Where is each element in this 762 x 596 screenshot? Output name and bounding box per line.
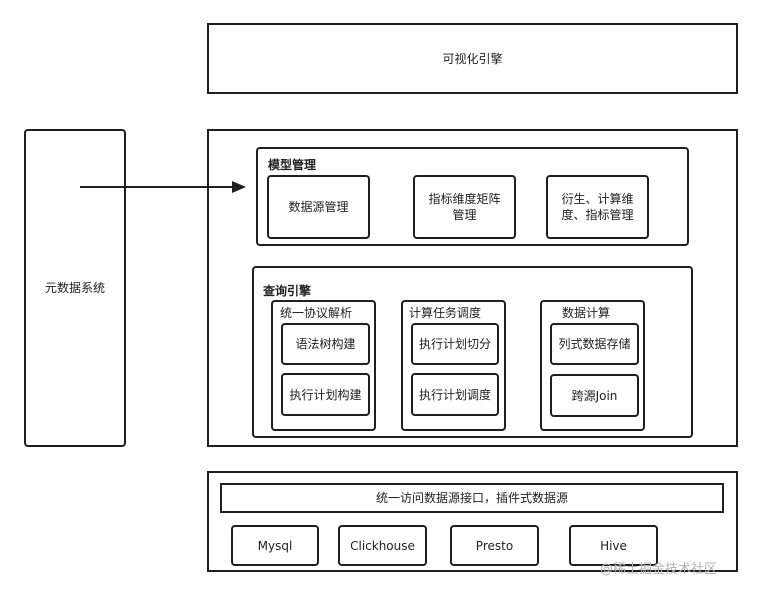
watermark: @稀土掘金技术社区 — [600, 562, 718, 577]
execution-plan-build-box: 执行计划构建 — [281, 373, 370, 416]
cross-source-join-label: 跨源Join — [571, 388, 618, 403]
execution-plan-schedule-box: 执行计划调度 — [411, 373, 499, 416]
execution-plan-build-label: 执行计划构建 — [289, 387, 362, 402]
metadata-system-box: 元数据系统 — [24, 129, 126, 447]
datasource-presto-label: Presto — [475, 538, 514, 553]
derived-metric-management-box: 衍生、计算维度、指标管理 — [546, 175, 649, 239]
execution-plan-schedule-label: 执行计划调度 — [419, 387, 492, 402]
derived-metric-management-label: 衍生、计算维度、指标管理 — [561, 192, 634, 222]
protocol-parse-title: 统一协议解析 — [280, 304, 353, 321]
task-schedule-title: 计算任务调度 — [409, 304, 482, 321]
unified-datasource-interface-box: 统一访问数据源接口，插件式数据源 — [220, 483, 724, 513]
datasource-hive: Hive — [569, 525, 658, 566]
execution-plan-split-box: 执行计划切分 — [411, 323, 499, 365]
datasource-mysql: Mysql — [231, 525, 319, 566]
visualization-engine-box: 可视化引擎 — [207, 23, 738, 94]
columnar-storage-box: 列式数据存储 — [550, 323, 639, 365]
syntax-tree-build-box: 语法树构建 — [281, 323, 370, 365]
datasource-hive-label: Hive — [600, 538, 627, 553]
datasource-clickhouse-label: Clickhouse — [350, 538, 415, 553]
metric-dimension-matrix-box: 指标维度矩阵管理 — [413, 175, 516, 239]
datasource-management-label: 数据源管理 — [288, 200, 349, 214]
syntax-tree-build-label: 语法树构建 — [295, 337, 356, 351]
unified-datasource-interface-label: 统一访问数据源接口，插件式数据源 — [375, 491, 568, 505]
execution-plan-split-label: 执行计划切分 — [419, 337, 492, 351]
datasource-management-box: 数据源管理 — [267, 175, 370, 239]
visualization-engine-label: 可视化引擎 — [442, 51, 503, 66]
columnar-storage-label: 列式数据存储 — [558, 337, 631, 351]
datasource-presto: Presto — [450, 525, 539, 566]
datasource-mysql-label: Mysql — [257, 538, 293, 553]
query-engine-title: 查询引擎 — [263, 284, 312, 298]
datasource-clickhouse: Clickhouse — [338, 525, 427, 566]
model-management-title: 模型管理 — [268, 158, 317, 172]
data-compute-title: 数据计算 — [562, 304, 611, 321]
metadata-system-label: 元数据系统 — [44, 281, 105, 295]
cross-source-join-box: 跨源Join — [550, 374, 639, 417]
metric-dimension-matrix-label: 指标维度矩阵管理 — [428, 192, 501, 222]
